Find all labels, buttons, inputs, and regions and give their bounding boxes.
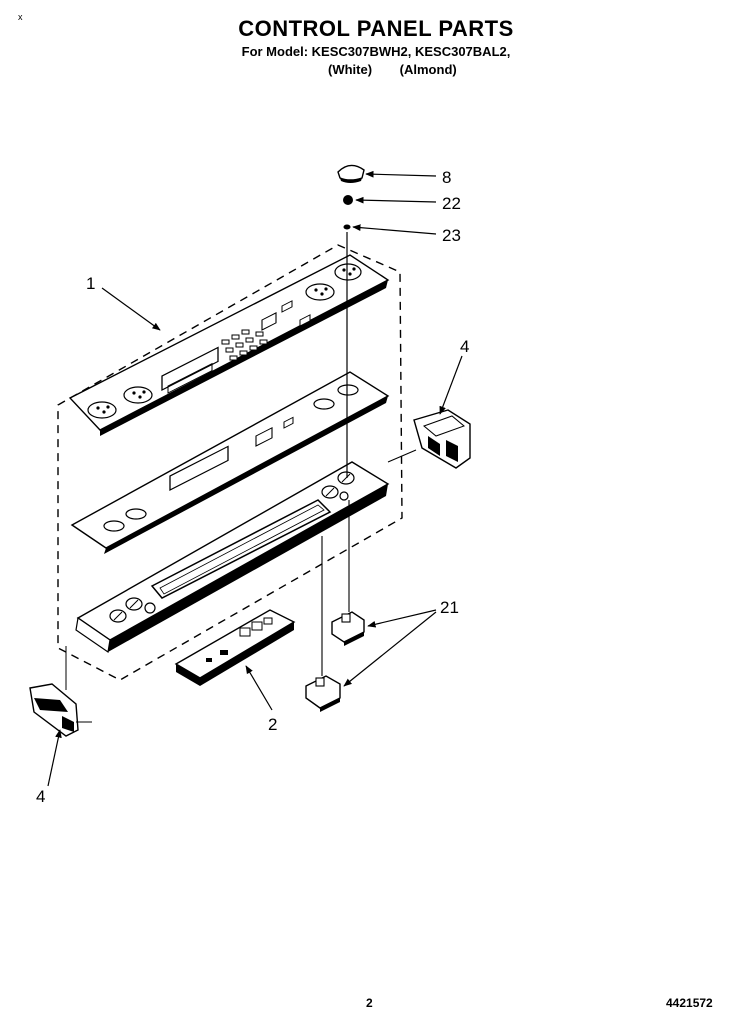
left-end-cap [29,646,92,737]
right-end-cap [387,409,471,469]
knob-assembly [337,164,365,478]
callout-2: 2 [268,715,277,734]
leader-line-21-a [367,609,437,628]
corner-mark: x [18,12,23,22]
keypad-buttons [221,329,268,361]
callout-23: 23 [442,226,461,245]
switch-lower [305,536,341,712]
page-number: 2 [366,996,373,1010]
leader-line-2 [245,665,273,711]
switch-upper [331,500,365,646]
leader-line-22 [355,196,437,204]
callout-4-right: 4 [460,337,469,356]
leader-line-4-left [47,729,62,787]
middle-gasket-panel [70,371,390,554]
leader-line-1 [101,287,161,331]
document-number: 4421572 [666,996,713,1010]
variant-almond-label: (Almond) [399,62,457,77]
leader-line-8 [365,170,437,178]
control-board [174,609,296,686]
variant-white-label: (White) [328,62,373,77]
leader-line-21-b [343,611,437,687]
page-title: CONTROL PANEL PARTS [238,16,514,41]
callout-8: 8 [442,168,451,187]
leader-line-23 [352,224,437,235]
callout-22: 22 [442,194,461,213]
callout-4-left: 4 [36,787,45,806]
color-variants: (White) (Almond) [328,62,457,77]
assembly-outline [57,244,403,681]
callout-1: 1 [86,274,95,293]
control-panel-housing [75,461,390,654]
callout-21: 21 [440,598,459,617]
leader-line-4-right [439,355,463,415]
display-window [161,346,219,391]
model-subtitle: For Model: KESC307BWH2, KESC307BAL2, [241,44,511,59]
overlay-panel [68,254,390,436]
